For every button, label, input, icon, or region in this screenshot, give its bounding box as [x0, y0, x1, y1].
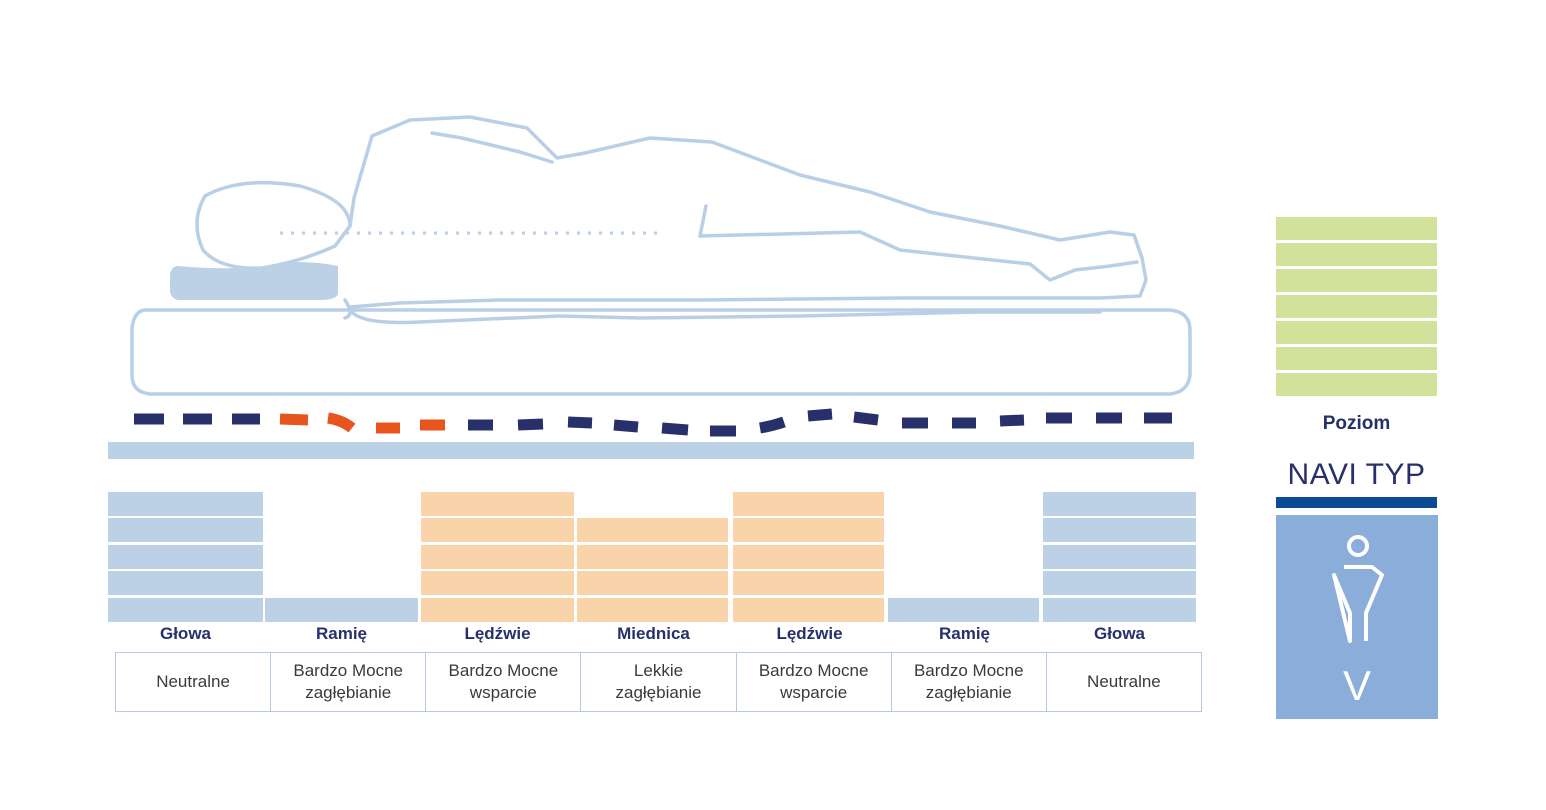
spine-dash [999, 414, 1025, 427]
spine-dash [853, 411, 879, 426]
navi-type-letter: V [1342, 662, 1371, 709]
level-legend-bar [1276, 295, 1437, 318]
zone-description: Bardzo Mocne wsparcie [426, 653, 582, 711]
zone-level-bar [888, 598, 1039, 622]
zone-level-bar [733, 518, 884, 543]
spine-dash [279, 413, 309, 426]
navi-type-divider [1276, 497, 1437, 508]
spine-dash [517, 418, 544, 431]
zone-description: Neutralne [116, 653, 272, 711]
zone-level-bar [421, 518, 574, 543]
zone-description: Bardzo Mocne zagłębianie [892, 653, 1047, 711]
head-outline [195, 180, 352, 270]
zone-level-bar [1043, 544, 1196, 569]
level-legend-bar [1276, 269, 1437, 292]
zone-level-bar [577, 518, 728, 543]
zone-description: Neutralne [1087, 672, 1161, 691]
zone-level-bar [108, 544, 263, 569]
zone-label: Ramię [315, 624, 368, 643]
zone-description: Lekkie zagłębianie [581, 653, 737, 711]
navi-type-panel [1276, 515, 1438, 719]
zone-level-bar [1043, 598, 1196, 622]
spine-dash [327, 412, 356, 433]
zone-label: Ramię [938, 624, 991, 643]
spine-dash [567, 416, 593, 429]
zone-description: Bardzo Mocne wsparcie [737, 653, 892, 711]
body-type-v-icon [1332, 535, 1384, 643]
spine-dash [807, 408, 833, 422]
mattress-outline [130, 308, 1192, 396]
level-legend-bar [1276, 373, 1437, 396]
level-legend-bar [1276, 321, 1437, 344]
mattress-figure [130, 115, 1192, 437]
zone-description: Bardzo Mocne zagłębianie [271, 653, 427, 711]
zone-level-bar [421, 598, 574, 622]
zone-level-bar [108, 571, 263, 596]
zone-label: Głowa [1093, 624, 1145, 643]
level-legend-bar [1276, 243, 1437, 266]
zone-level-bar [577, 571, 728, 596]
zone-level-bar [1043, 518, 1196, 543]
body-outline [333, 115, 1148, 309]
zone-level-bar [733, 544, 884, 569]
navi-type-title: NAVI TYP [1287, 458, 1426, 491]
zone-level-bar [1043, 571, 1196, 596]
zone-level-bar [265, 598, 418, 622]
zone-level-bar [108, 491, 263, 516]
zone-level-bar [1043, 491, 1196, 516]
zone-level-bar [733, 571, 884, 596]
zone-label: Lędźwie [776, 624, 843, 643]
pillow [170, 262, 338, 300]
zone-label: Lędźwie [464, 624, 531, 643]
zone-label: Miednica [617, 624, 690, 643]
level-legend-bar [1276, 347, 1437, 370]
level-legend-bar [1276, 217, 1437, 240]
zone-level-bar [733, 491, 884, 516]
zone-level-bar [421, 491, 574, 516]
zone-label: Głowa [159, 624, 211, 643]
zone-level-bar [421, 571, 574, 596]
zone-description-table: Neutralne Bardzo Mocne zagłębianie Bardz… [115, 652, 1202, 712]
zone-level-bar [577, 598, 728, 622]
zone-level-bar [108, 598, 263, 622]
zone-level-bar [421, 544, 574, 569]
level-label: Poziom [1322, 413, 1391, 434]
zone-level-bar [733, 598, 884, 622]
mattress-base-bar [108, 442, 1194, 459]
spine-dash [613, 419, 639, 433]
zone-level-bar [577, 544, 728, 569]
spine-dash [759, 416, 786, 434]
spine-dash [661, 422, 689, 436]
zone-level-bar [108, 518, 263, 543]
